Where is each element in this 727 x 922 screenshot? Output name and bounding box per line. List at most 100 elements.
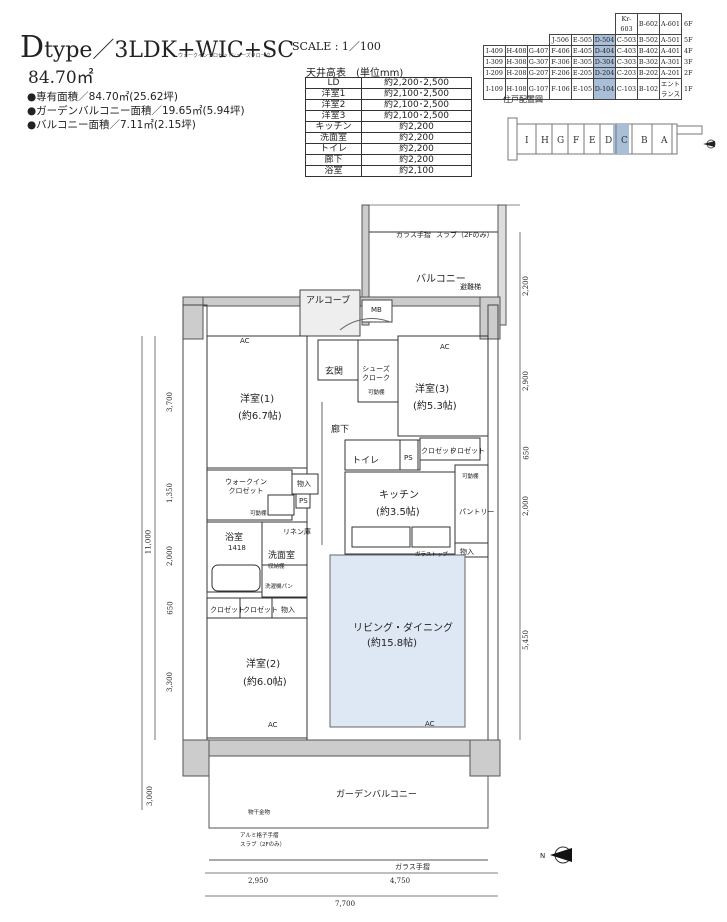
dim-left-3: 2,000 <box>166 545 175 567</box>
kitchen-storage-label: 物入 <box>460 548 474 556</box>
wic-storage-label: 物入 <box>297 480 311 488</box>
ps-box-wash <box>295 493 311 509</box>
slab-top: スラブ（2Fのみ） <box>436 231 494 239</box>
keymap-letter: E <box>589 136 596 146</box>
storage-room2: 物入 <box>281 606 295 614</box>
ac-living: AC <box>425 720 435 728</box>
wic-label: ウォークイン クロゼット <box>225 478 267 495</box>
ceiling-table-title: 天井高表 (単位mm) <box>306 68 404 79</box>
garden-balcony-outline <box>208 776 489 829</box>
room3-outline <box>397 335 489 437</box>
linen-shelf <box>267 494 295 516</box>
closet-dividers-room2 <box>239 598 273 618</box>
balcony-side-wall <box>361 204 370 326</box>
pantry-movable-shelf: 可動棚 <box>462 474 479 480</box>
unit-cell: エントランス <box>659 78 682 100</box>
keymap-letter: B <box>641 136 648 146</box>
ps-toilet-label: PS <box>404 454 413 462</box>
room2-outline <box>206 617 308 739</box>
ceiling-room: 浴室 <box>305 165 362 177</box>
wic-annotation: ウォークインクロゼット <box>178 53 234 59</box>
closet-room2-b: クロゼット <box>243 606 278 614</box>
keymap-title: 住戸配置図 <box>503 95 543 104</box>
bath-size: 1418 <box>228 544 246 552</box>
room1-size: (約6.7帖) <box>238 411 282 422</box>
right-wall <box>487 304 499 746</box>
pantry-outline <box>454 464 489 544</box>
washroom-shelf-label: 収納棚 <box>268 564 285 570</box>
living-label: リビング・ダイニング <box>353 623 453 634</box>
washroom-label: 洗面室 <box>268 551 296 561</box>
keymap-wing-left <box>507 117 518 161</box>
ceiling-row: トイレ約2,200 <box>305 143 472 155</box>
garden-balcony-label: ガーデンバルコニー <box>336 790 417 800</box>
hall-label: 廊下 <box>331 425 350 435</box>
dim-right-5: 5,450 <box>522 629 531 651</box>
unit-cell: G-107 <box>527 78 550 100</box>
dim-left-total: 11,000 <box>144 529 153 555</box>
glass-rail-bottom: ガラス手摺 <box>395 863 430 871</box>
kitchen-label: キッチン <box>379 490 419 501</box>
ac-room3: AC <box>440 343 450 351</box>
left-wall <box>182 304 208 746</box>
rail-bottom-label: アルミ格子手摺 <box>240 833 279 839</box>
spec-balcony-area: ●バルコニー面積／7.11㎡(2.15坪) <box>27 119 196 131</box>
bathtub <box>211 564 261 592</box>
kitchen-storage <box>454 542 489 558</box>
bath-label: 浴室 <box>225 533 244 543</box>
left-dim-lines <box>141 336 156 810</box>
closet-room3-a: クロゼット <box>421 447 456 455</box>
dim-bottom-1: 2,950 <box>248 877 269 885</box>
ceiling-row: 洗面室約2,200 <box>305 132 472 144</box>
balcony-label: バルコニー <box>416 274 466 285</box>
unit-floor-label: 1F <box>684 85 693 93</box>
keymap-wing-right <box>677 125 703 135</box>
dim-left-6: 3,000 <box>146 785 155 807</box>
kitchen-counter <box>351 526 411 548</box>
unit-floor-label: 6F <box>684 20 693 28</box>
linen-label: リネン庫 <box>283 528 311 536</box>
kitchen-size: (約3.5帖) <box>376 507 420 518</box>
room1-label: 洋室(1) <box>240 394 275 405</box>
fire-escape-label: 避難梯 <box>460 283 481 291</box>
dryer-label: 物干金物 <box>248 810 271 816</box>
shoes-movable-shelf: 可動棚 <box>368 390 385 396</box>
sc-annotation: シューズクローク <box>231 53 271 59</box>
pantry-label: パントリー <box>459 508 495 516</box>
bottom-wall <box>182 739 499 757</box>
unit-floor-label: 2F <box>684 69 693 77</box>
keymap-letter: I <box>525 136 529 146</box>
room3-label: 洋室(3) <box>415 384 450 395</box>
ac-room2: AC <box>268 721 278 729</box>
keymap-letter: G <box>557 136 564 146</box>
keymap-letter: C <box>621 136 628 146</box>
living-size: (約15.8帖) <box>367 638 418 649</box>
entrance-label: 玄関 <box>325 367 344 377</box>
shoes-cloak-label: シューズ クローク <box>362 365 390 382</box>
glass-rail-top: ガラス手摺 <box>396 231 431 239</box>
alcove-area <box>299 289 361 337</box>
keymap-unit-highlight <box>613 124 629 154</box>
room2-label: 洋室(2) <box>246 659 281 670</box>
unit-cell: D-204 <box>593 67 616 79</box>
keymap-letter: F <box>573 136 579 146</box>
room2-size: (約6.0帖) <box>243 677 287 688</box>
shoes-cloak <box>357 339 399 403</box>
bottom-right-column <box>469 739 501 777</box>
north-arrow <box>550 846 572 864</box>
dim-left-4: 650 <box>166 601 175 615</box>
bottom-dim-lines <box>205 872 498 897</box>
keymap-letter: A <box>660 136 668 146</box>
closet-room2-a: クロゼット <box>210 606 245 614</box>
unit-floor-label: 3F <box>684 58 693 66</box>
type-title: Dtype／3LDK+WIC+SC <box>20 30 295 65</box>
keymap-letter: H <box>541 136 549 146</box>
